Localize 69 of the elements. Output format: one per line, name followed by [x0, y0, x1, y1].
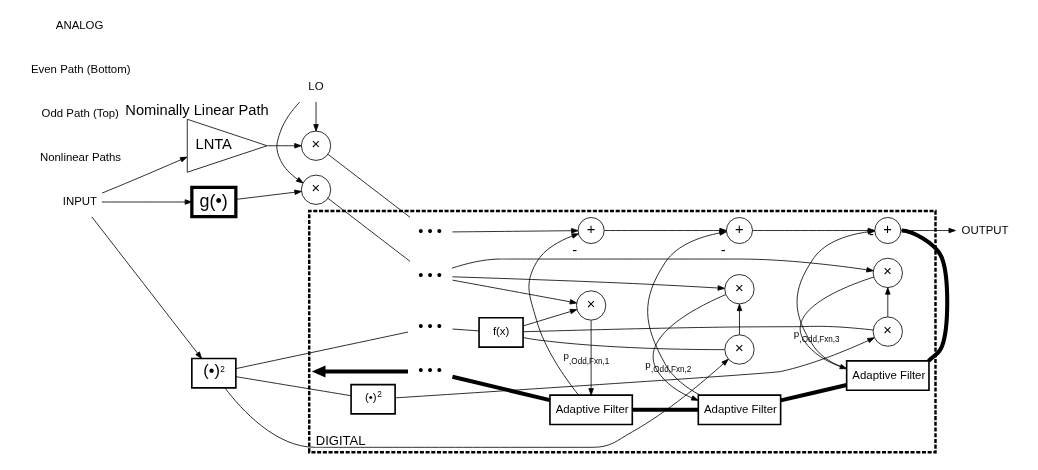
- arrow: [884, 287, 890, 318]
- node-box: (•)$^{2}$: [349, 383, 396, 415]
- node-label: -: [868, 225, 874, 242]
- arrow: [275, 101, 303, 184]
- node-circle: ×: [723, 274, 755, 305]
- node-text: LO: [307, 80, 324, 93]
- arrow: [646, 230, 727, 396]
- arrow: [451, 276, 725, 291]
- node-text: • • •: [417, 362, 442, 379]
- node-text: OUTPUT: [961, 223, 1008, 236]
- arrow: [587, 320, 594, 396]
- label: Odd Path (Top): [41, 106, 119, 119]
- node-label: -: [720, 242, 726, 259]
- connector: [327, 197, 410, 262]
- node-circle: ×: [872, 257, 903, 288]
- label: ANALOG: [55, 18, 103, 31]
- node-circle: ×: [575, 290, 606, 321]
- node-text: • • •: [417, 318, 442, 335]
- node-box: (•)$^{2}$: [190, 357, 237, 389]
- connector: [522, 337, 725, 351]
- node-circle: ×: [723, 334, 755, 365]
- label: Even Path (Bottom): [30, 62, 131, 75]
- connector: [451, 328, 479, 332]
- connector: [451, 374, 550, 403]
- connector: [522, 325, 874, 333]
- arrow: [101, 199, 192, 205]
- edge-label: p$_{,Odd,Fxn,2}$: [644, 358, 691, 375]
- connector: [631, 407, 698, 412]
- arrow: [101, 156, 187, 194]
- arrow: [652, 294, 726, 401]
- node-box: Adaptive Filter: [697, 394, 781, 426]
- connector: [235, 376, 351, 397]
- node-text: INPUT: [62, 195, 97, 208]
- arrow: [90, 216, 202, 359]
- arrow: [451, 258, 874, 273]
- connector: [235, 331, 408, 370]
- node-text: • • •: [417, 266, 442, 283]
- connector: [779, 383, 847, 403]
- arrow: [311, 365, 408, 378]
- node-box: g(•): [189, 185, 237, 219]
- edge-label: p$_{,Odd,Fxn,3}$: [793, 328, 840, 344]
- arrow: [451, 279, 577, 305]
- node-circle: ×: [872, 316, 903, 347]
- arrow: [799, 276, 874, 370]
- arrow: [235, 189, 302, 200]
- node-box: Adaptive Filter: [548, 394, 633, 426]
- edge-label: p$_{,Odd,Fxn,1}$: [562, 350, 609, 366]
- node-label: -: [571, 242, 577, 259]
- node-circle: +: [873, 217, 901, 244]
- arrow: [224, 358, 729, 448]
- node-box: f(x): [477, 316, 524, 348]
- arrow: [451, 228, 578, 234]
- arrow: [266, 143, 302, 149]
- arrow: [528, 233, 579, 396]
- label: Nonlinear Paths: [39, 150, 121, 163]
- connector: [900, 228, 949, 363]
- node-circle: +: [577, 217, 605, 244]
- node-label: Nominally Linear Path: [124, 101, 269, 118]
- node-box: Adaptive Filter: [845, 360, 930, 392]
- arrow: [736, 303, 742, 336]
- arrow: [522, 308, 577, 327]
- arrow: [312, 101, 319, 132]
- node-circle: ×: [300, 130, 331, 161]
- node-text: • • •: [417, 222, 442, 239]
- node-circle: ×: [300, 174, 331, 205]
- arrow: [900, 227, 956, 234]
- node-circle: +: [725, 217, 753, 244]
- arrow: [394, 337, 875, 399]
- connector: [327, 153, 410, 218]
